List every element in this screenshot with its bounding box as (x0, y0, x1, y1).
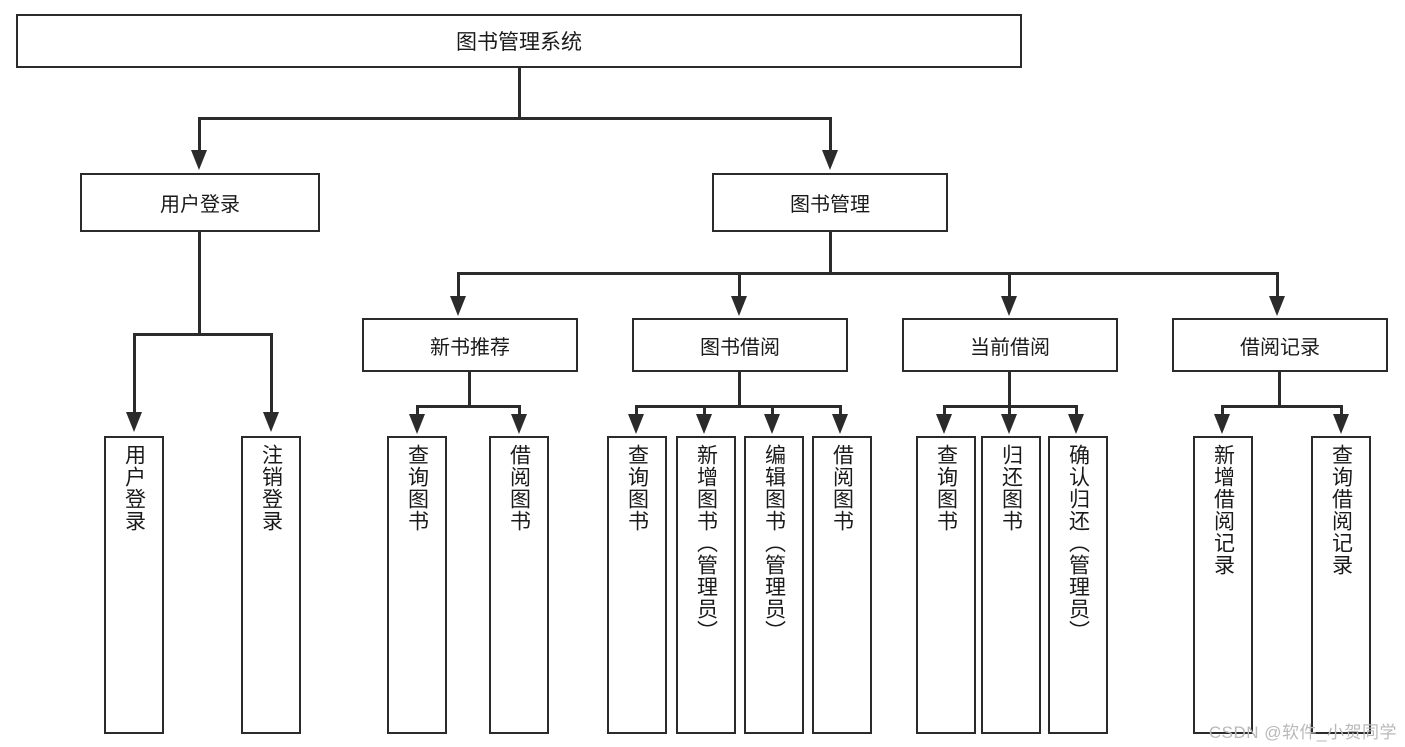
edge-to-bb-leaf-1 (635, 405, 638, 417)
watermark: CSDN @软件_小贺同学 (1208, 723, 1397, 742)
node-label: 查询借阅记录 (1329, 444, 1353, 576)
arrowhead-icon (263, 412, 279, 432)
node-label: 借阅图书 (507, 444, 531, 532)
arrowhead-icon (1001, 414, 1017, 434)
edge-user-login-stem (198, 232, 201, 334)
edge-to-cb-leaf-2 (1008, 405, 1011, 417)
edge-root-bar (198, 117, 831, 120)
node-label: 归还图书 (999, 444, 1023, 532)
leaf-return-book[interactable]: 归还图书 (981, 436, 1041, 734)
edge-borrow-record-bar (1221, 405, 1343, 408)
arrowhead-icon (696, 414, 712, 434)
node-label: 确认归还（管理员） (1066, 444, 1090, 642)
edge-root-stem (518, 68, 521, 118)
edge-book-management-bar (457, 272, 1279, 275)
arrowhead-icon (764, 414, 780, 434)
edge-to-cb-leaf-3 (1075, 405, 1078, 417)
node-label: 查询图书 (934, 444, 958, 532)
edge-book-management-stem (829, 232, 832, 274)
edge-to-user-login-leaf-1 (133, 333, 136, 416)
node-label: 图书借阅 (700, 336, 780, 359)
edge-to-br-leaf-2 (1340, 405, 1343, 417)
arrowhead-icon (1001, 296, 1017, 316)
leaf-add-book-admin[interactable]: 新增图书（管理员） (676, 436, 736, 734)
node-label: 新增图书（管理员） (694, 444, 718, 642)
node-user-login[interactable]: 用户登录 (80, 173, 320, 232)
edge-book-borrow-stem (738, 372, 741, 406)
edge-book-borrow-bar (635, 405, 842, 408)
leaf-confirm-return-admin[interactable]: 确认归还（管理员） (1048, 436, 1108, 734)
arrowhead-icon (1214, 414, 1230, 434)
node-label: 借阅图书 (830, 444, 854, 532)
leaf-borrow-book-bb[interactable]: 借阅图书 (812, 436, 872, 734)
arrowhead-icon (731, 296, 747, 316)
edge-new-book-recommend-stem (468, 372, 471, 406)
arrowhead-icon (822, 150, 838, 170)
leaf-query-book-cb[interactable]: 查询图书 (916, 436, 976, 734)
leaf-user-login[interactable]: 用户登录 (104, 436, 164, 734)
edge-to-user-login (198, 117, 201, 155)
edge-to-book-borrow (738, 272, 741, 298)
edge-user-login-bar (133, 333, 273, 336)
edge-to-current-borrow (1008, 272, 1011, 298)
edge-to-new-book-recommend (457, 272, 460, 298)
node-book-management[interactable]: 图书管理 (712, 173, 948, 232)
node-current-borrow[interactable]: 当前借阅 (902, 318, 1118, 372)
node-label: 图书管理 (790, 194, 870, 216)
arrowhead-icon (450, 296, 466, 316)
edge-current-borrow-stem (1008, 372, 1011, 406)
edge-to-book-management (829, 117, 832, 155)
node-borrow-record[interactable]: 借阅记录 (1172, 318, 1388, 372)
node-label: 查询图书 (405, 444, 429, 532)
leaf-query-borrow-record[interactable]: 查询借阅记录 (1311, 436, 1371, 734)
node-label: 用户登录 (122, 444, 146, 532)
arrowhead-icon (511, 414, 527, 434)
leaf-query-book-nbr[interactable]: 查询图书 (387, 436, 447, 734)
node-label: 借阅记录 (1240, 336, 1320, 359)
arrowhead-icon (936, 414, 952, 434)
arrowhead-icon (191, 150, 207, 170)
leaf-add-borrow-record[interactable]: 新增借阅记录 (1193, 436, 1253, 734)
node-label: 用户登录 (160, 194, 240, 216)
arrowhead-icon (126, 412, 142, 432)
arrowhead-icon (628, 414, 644, 434)
edge-new-book-recommend-bar (416, 405, 521, 408)
node-label: 查询图书 (625, 444, 649, 532)
leaf-query-book-bb[interactable]: 查询图书 (607, 436, 667, 734)
node-label: 新增借阅记录 (1211, 444, 1235, 576)
edge-to-bb-leaf-2 (703, 405, 706, 417)
leaf-borrow-book-nbr[interactable]: 借阅图书 (489, 436, 549, 734)
node-root-book-management-system[interactable]: 图书管理系统 (16, 14, 1022, 68)
edge-to-borrow-record (1276, 272, 1279, 298)
arrowhead-icon (832, 414, 848, 434)
edge-to-cb-leaf-1 (943, 405, 946, 417)
edge-to-bb-leaf-4 (839, 405, 842, 417)
edge-to-user-login-leaf-2 (270, 333, 273, 416)
leaf-logout[interactable]: 注销登录 (241, 436, 301, 734)
node-label: 图书管理系统 (456, 31, 582, 54)
arrowhead-icon (409, 414, 425, 434)
node-label: 当前借阅 (970, 336, 1050, 359)
node-label: 注销登录 (259, 444, 283, 532)
edge-borrow-record-stem (1278, 372, 1281, 406)
node-new-book-recommend[interactable]: 新书推荐 (362, 318, 578, 372)
arrowhead-icon (1068, 414, 1084, 434)
edge-to-bb-leaf-3 (771, 405, 774, 417)
edge-to-nbr-leaf-1 (416, 405, 419, 417)
node-book-borrow[interactable]: 图书借阅 (632, 318, 848, 372)
leaf-edit-book-admin[interactable]: 编辑图书（管理员） (744, 436, 804, 734)
arrowhead-icon (1269, 296, 1285, 316)
node-label: 编辑图书（管理员） (762, 444, 786, 642)
node-label: 新书推荐 (430, 336, 510, 359)
edge-to-br-leaf-1 (1221, 405, 1224, 417)
arrowhead-icon (1333, 414, 1349, 434)
edge-to-nbr-leaf-2 (518, 405, 521, 417)
